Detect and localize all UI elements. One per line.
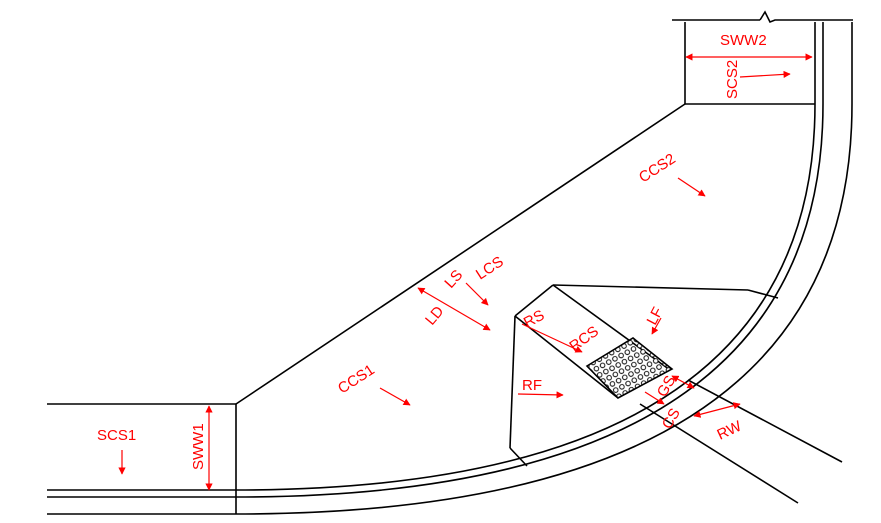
left-sidewalk (47, 403, 237, 515)
label-ld: LD (422, 303, 447, 329)
crosswalk-lines (639, 379, 843, 504)
label-rs: RS (521, 307, 547, 332)
label-rw: RW (715, 417, 745, 443)
label-scs2: SCS2 (724, 60, 741, 99)
label-scs1: SCS1 (97, 427, 136, 444)
label-lf: LF (644, 304, 667, 327)
annotation-arrows (118, 53, 813, 491)
label-cs: CS (659, 405, 684, 432)
label-rf: RF (522, 377, 542, 394)
label-sww2: SWW2 (720, 32, 767, 49)
curb-arcs (235, 103, 853, 515)
ramp-outline (509, 284, 779, 467)
label-ccs2: CCS2 (636, 150, 679, 186)
label-rcs: RCS (566, 323, 602, 355)
label-sww1: SWW1 (190, 423, 207, 470)
label-ls: LS (441, 267, 466, 292)
label-ccs1: CCS1 (335, 361, 378, 397)
detectable-warning-surface (585, 337, 674, 399)
label-lcs: LCS (473, 253, 507, 283)
back-of-walk-line (235, 103, 686, 405)
labels: SWW2 SCS2 CCS2 LS LCS LD RS RCS LF CCS1 … (97, 32, 767, 470)
top-sidewalk (672, 10, 853, 105)
